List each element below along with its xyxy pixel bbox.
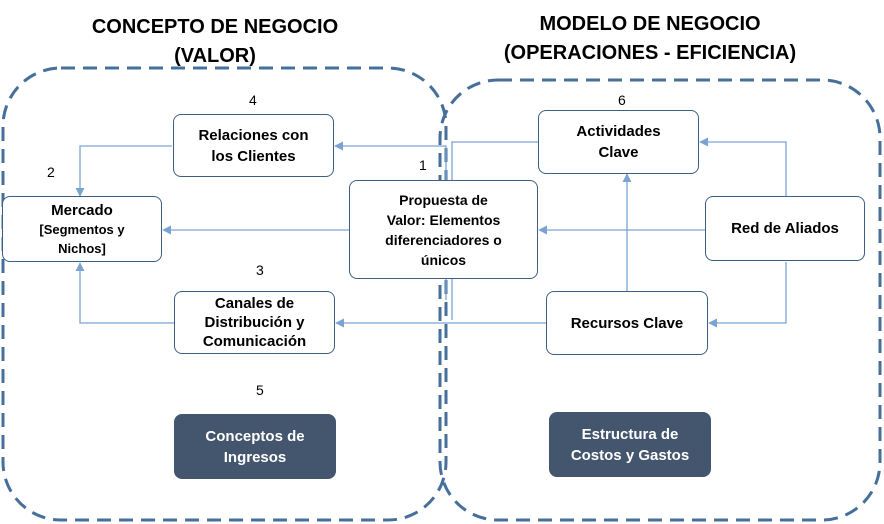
mercado-title: Mercado [51,201,113,219]
arrow-red-to-recursos [708,262,787,328]
box-mercado: Mercado [Segmentos y Nichos] [2,196,162,262]
number-propuesta: 1 [419,157,427,173]
box-red-aliados: Red de Aliados [705,196,865,261]
box-relaciones-clientes: Relaciones con los Clientes [173,114,334,177]
modelo-dashed-outline [438,78,882,522]
arrow-canales-to-mercado [75,262,174,324]
mercado-subtitle: [Segmentos y Nichos] [39,221,125,256]
box-estructura-costos: Estructura de Costos y Gastos [549,412,711,477]
heading-concepto-line2: (VALOR) [174,45,256,67]
box-propuesta-valor: Propuesta de Valor: Elementos diferencia… [349,180,538,279]
heading-concepto: CONCEPTO DE NEGOCIO (VALOR) [60,13,370,71]
number-mercado: 2 [47,164,55,180]
number-relaciones: 4 [249,92,257,108]
box-recursos-clave: Recursos Clave [546,291,708,355]
number-actividades: 6 [618,92,626,108]
box-canales: Canales de Distribución y Comunicación [174,291,335,354]
number-canales: 3 [256,262,264,278]
box-conceptos-ingresos: Conceptos de Ingresos [174,414,336,479]
heading-concepto-line1: CONCEPTO DE NEGOCIO [91,16,339,38]
heading-modelo-line2: (OPERACIONES - EFICIENCIA) [503,42,797,64]
arrow-relaciones-to-mercado [75,145,172,197]
heading-modelo-line1: MODELO DE NEGOCIO [539,13,761,35]
heading-modelo: MODELO DE NEGOCIO (OPERACIONES - EFICIEN… [470,10,830,68]
arrow-red-to-actividades [699,137,787,196]
number-conceptos: 5 [256,382,264,398]
box-actividades-clave: Actividades Clave [538,110,699,174]
